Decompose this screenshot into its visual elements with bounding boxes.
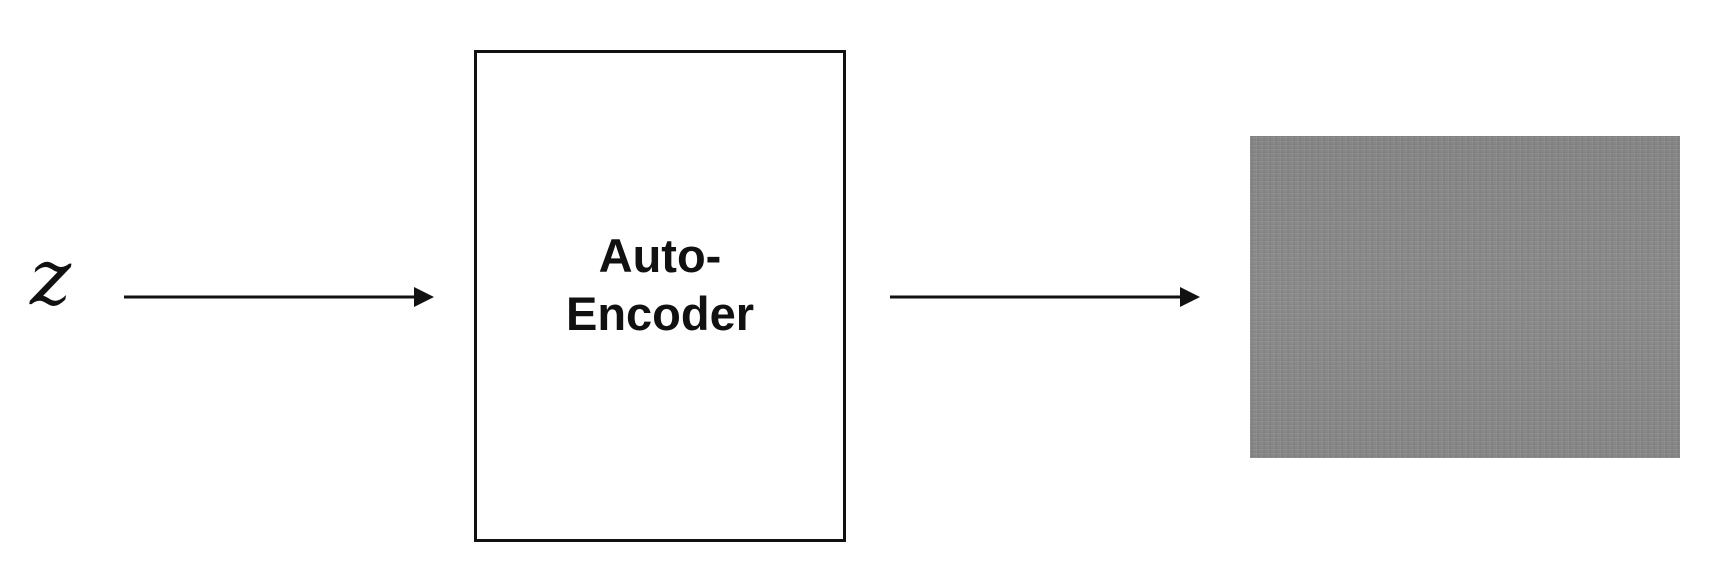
input-symbol: z bbox=[30, 233, 72, 323]
input-arrow-icon bbox=[124, 287, 434, 307]
encoder-label: Auto- Encoder bbox=[477, 227, 843, 343]
output-image bbox=[1250, 136, 1680, 458]
auto-encoder-box: Auto- Encoder bbox=[474, 50, 846, 542]
output-arrow-icon bbox=[890, 287, 1200, 307]
noise-image-icon bbox=[1250, 136, 1680, 458]
encoder-label-line-2: Encoder bbox=[565, 287, 755, 340]
encoder-label-line-1: Auto- bbox=[598, 229, 722, 282]
